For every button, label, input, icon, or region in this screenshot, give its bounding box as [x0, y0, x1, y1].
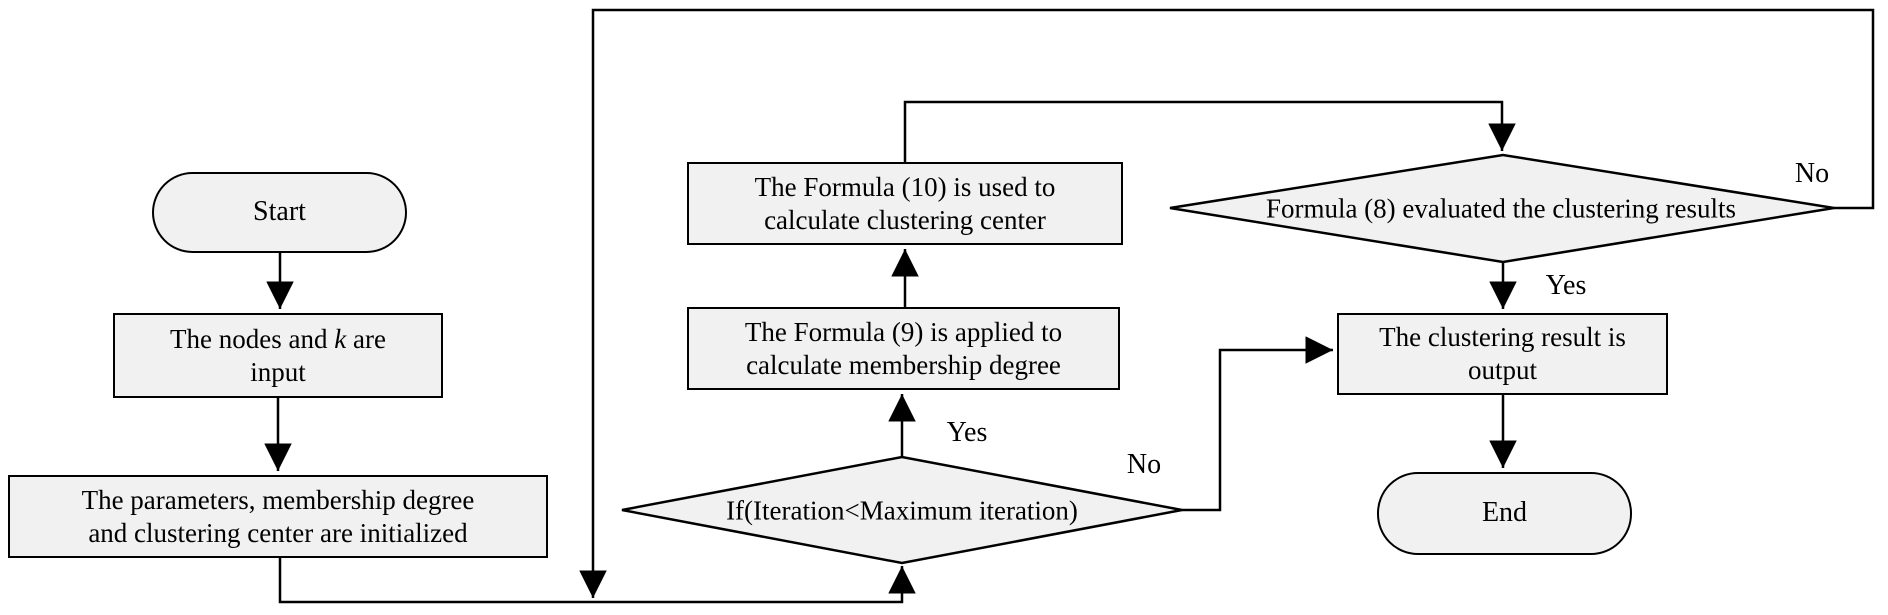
connector-init-to-iteration [278, 558, 916, 604]
start-node: Start [152, 172, 407, 253]
k-variable: k [334, 323, 347, 354]
formula10-node: The Formula (10) is used to calculate cl… [687, 162, 1123, 245]
end-label: End [1481, 497, 1528, 529]
output-label-line1: The clustering result is [1379, 322, 1626, 353]
iteration-yes-label: Yes [946, 417, 988, 448]
diamond-evaluate [1169, 153, 1835, 264]
diamond-iteration-check [621, 455, 1183, 565]
connector-evaluate-no-loop [579, 8, 1875, 598]
formula9-label-line2: calculate membership degree [746, 349, 1061, 380]
input-node: The nodes and k are input [113, 313, 443, 398]
end-node: End [1377, 472, 1632, 555]
evaluate-label: Formula (8) evaluated the clustering res… [1265, 193, 1737, 224]
input-label-line1: The nodes and k are [170, 323, 386, 354]
output-label-line2: output [1467, 355, 1537, 385]
formula9-node: The Formula (9) is applied to calculate … [687, 307, 1120, 390]
input-label-line2: input [250, 356, 306, 387]
start-label: Start [253, 196, 306, 228]
output-node: The clustering result is output [1337, 313, 1668, 395]
connector-iteration-no [1182, 336, 1333, 512]
formula10-label-line1: The Formula (10) is used to [754, 171, 1056, 202]
initialize-node: The parameters, membership degree and cl… [8, 475, 548, 558]
initialize-label-line1: The parameters, membership degree [81, 484, 475, 515]
evaluate-yes-label: Yes [1545, 270, 1587, 301]
formula9-label-line1: The Formula (9) is applied to [744, 316, 1063, 347]
initialize-label-line2: and clustering center are initialized [88, 517, 468, 548]
iteration-no-label: No [1126, 449, 1162, 480]
evaluate-no-label: No [1794, 158, 1830, 189]
iteration-check-label: If(Iteration<Maximum iteration) [726, 495, 1078, 526]
connector-formula10-to-evaluate [903, 100, 1516, 162]
formula10-label-line2: calculate clustering center [764, 204, 1046, 235]
